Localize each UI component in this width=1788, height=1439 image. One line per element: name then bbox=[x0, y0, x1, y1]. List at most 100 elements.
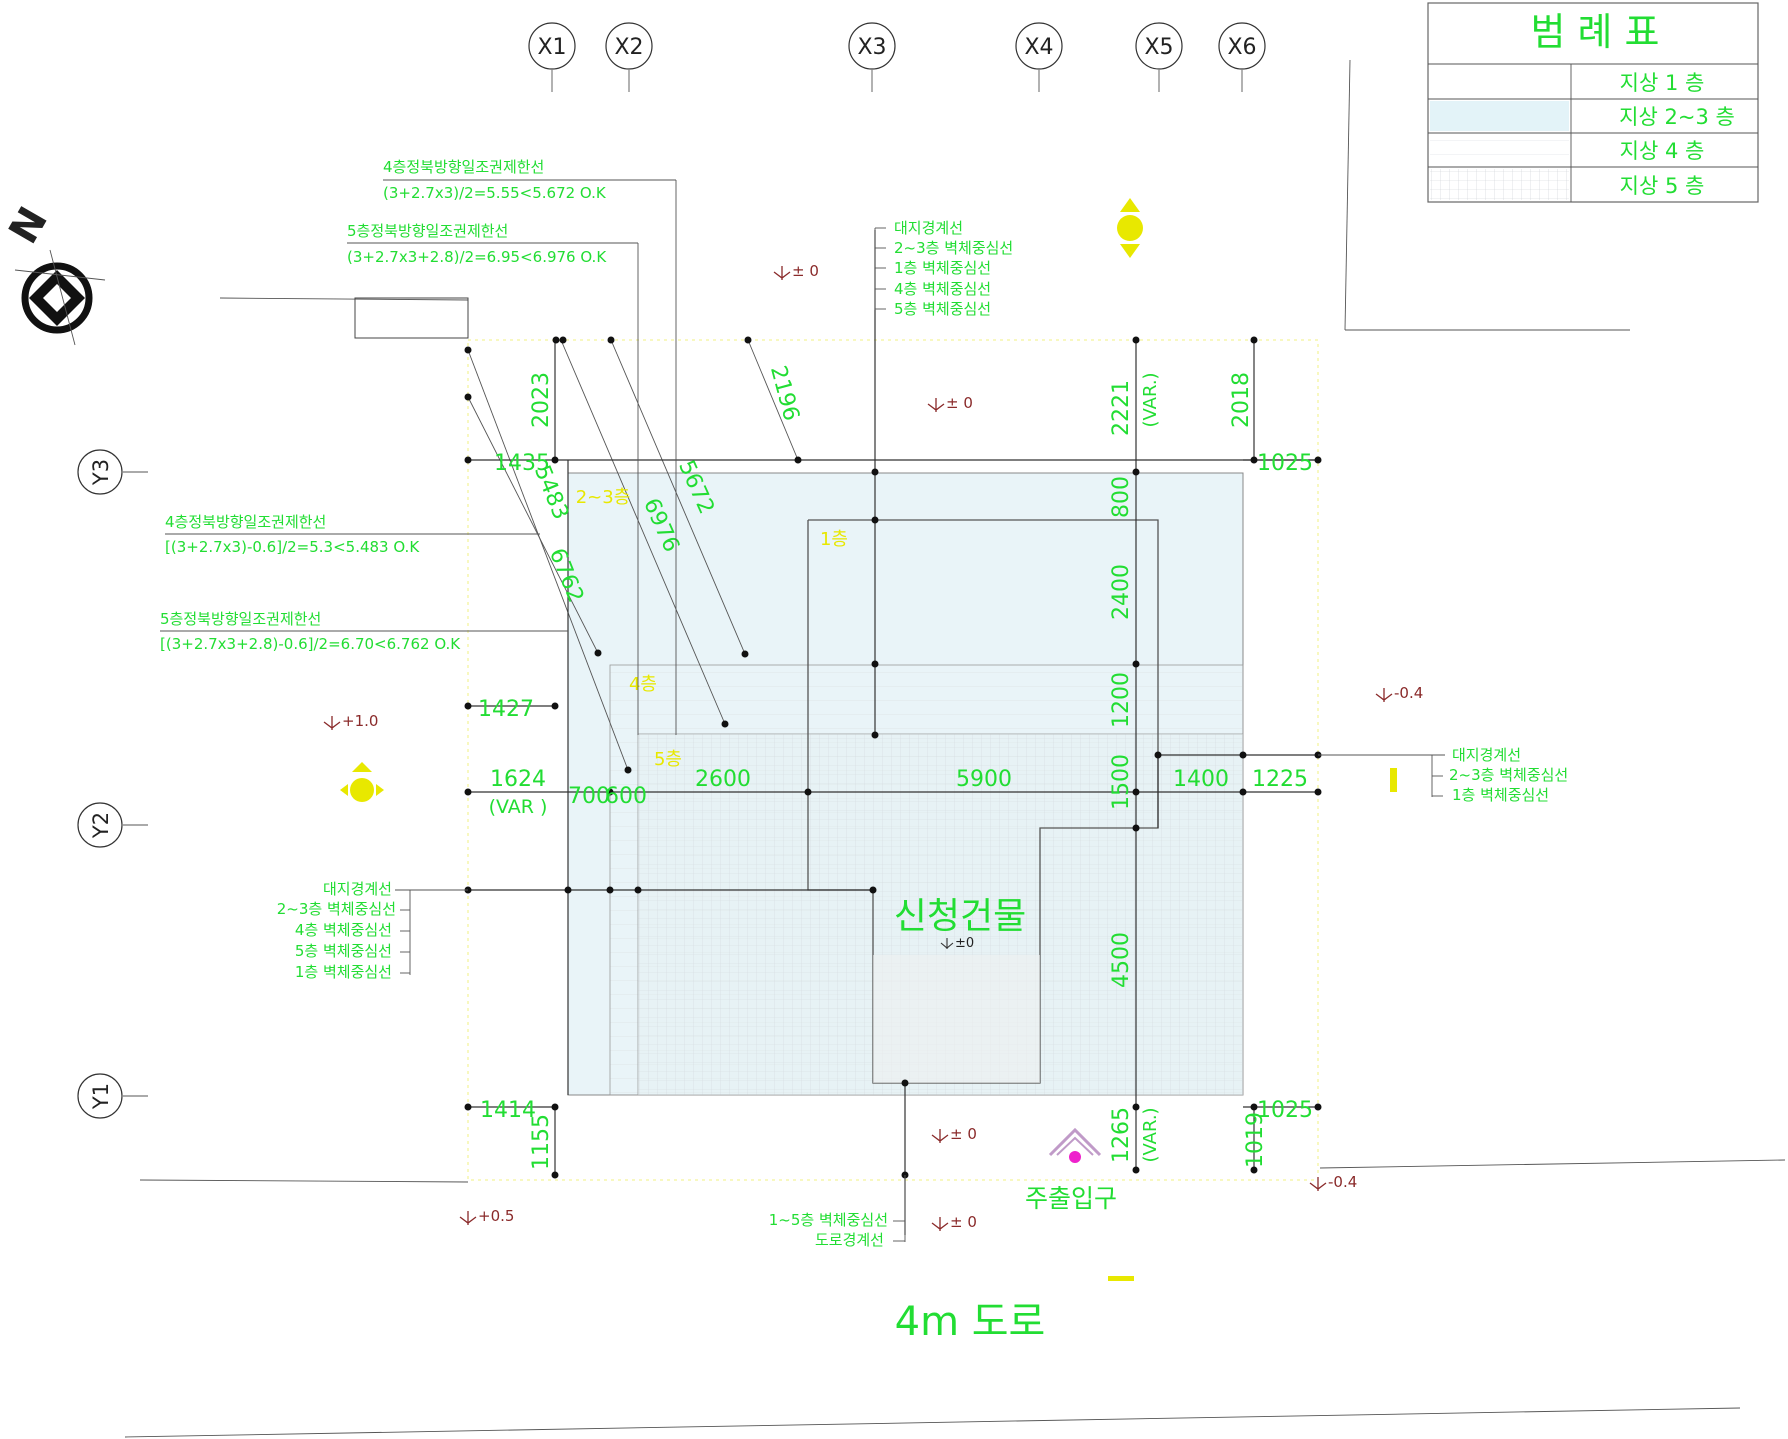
level-mark-1: ± 0 bbox=[773, 262, 819, 280]
dim-1414: 1414 bbox=[480, 1098, 536, 1123]
grid-bubble-x6: X6 bbox=[1218, 22, 1266, 92]
level-mark-6: ± 0 bbox=[931, 1125, 977, 1143]
svg-text:-0.4: -0.4 bbox=[1394, 684, 1423, 702]
callout-right-2: 2~3층 벽체중심선 bbox=[1449, 766, 1568, 784]
dim-2400: 2400 bbox=[1109, 564, 1134, 620]
entrance-label: 주출입구 bbox=[1025, 1184, 1117, 1213]
dimension-lines bbox=[468, 230, 1318, 1235]
note-4f-top-formula: (3+2.7x3)/2=5.55<5.672 O.K bbox=[383, 184, 607, 202]
dim-2018: 2018 bbox=[1229, 372, 1254, 428]
grid-label-x5: X5 bbox=[1144, 35, 1173, 60]
note-5f-top-title: 5층정북방향일조권제한선 bbox=[347, 222, 508, 240]
grid-label-x1: X1 bbox=[537, 35, 566, 60]
road-label: 4m 도로 bbox=[895, 1299, 1046, 1345]
dim-1265-var: (VAR.) bbox=[1140, 1107, 1161, 1162]
svg-text:±0: ±0 bbox=[955, 936, 974, 951]
svg-text:± 0: ± 0 bbox=[950, 1125, 977, 1143]
legend-row-3: 지상 4 층 bbox=[1620, 139, 1705, 163]
note-5f-left-formula: [(3+2.7x3+2.8)-0.6]/2=6.70<6.762 O.K bbox=[160, 635, 461, 653]
grid-bubble-x4: X4 bbox=[1015, 22, 1063, 92]
note-4f-top-title: 4층정북방향일조권제한선 bbox=[383, 158, 544, 176]
grid-bubble-y3: Y3 bbox=[77, 449, 148, 495]
dim-4500: 4500 bbox=[1109, 932, 1134, 988]
svg-text:± 0: ± 0 bbox=[792, 262, 819, 280]
grid-bubble-x1: X1 bbox=[528, 22, 576, 92]
callout-left-3: 4층 벽체중심선 bbox=[295, 921, 392, 939]
building-label: 신청건물 bbox=[894, 896, 1026, 937]
access-marker-left bbox=[340, 762, 384, 802]
legend-title: 범 례 표 bbox=[1530, 10, 1659, 54]
note-5f-top-formula: (3+2.7x3+2.8)/2=6.95<6.976 O.K bbox=[347, 248, 607, 266]
callout-right: 대지경계선 2~3층 벽체중심선 1층 벽체중심선 bbox=[1318, 746, 1568, 804]
grid-label-x2: X2 bbox=[614, 35, 643, 60]
notes: 4층정북방향일조권제한선 (3+2.7x3)/2=5.55<5.672 O.K … bbox=[160, 158, 677, 735]
level-marks: ± 0 ± 0 -0.4 +1.0 ±0 ± 0 -0.4 +0.5 ± 0 bbox=[323, 262, 1423, 1231]
floor-tag-5: 5층 bbox=[654, 749, 682, 770]
callout-top-3: 1층 벽체중심선 bbox=[894, 259, 991, 277]
dim-1500: 1500 bbox=[1109, 754, 1134, 810]
grid-label-x3: X3 bbox=[857, 35, 886, 60]
callout-top: 대지경계선 2~3층 벽체중심선 1층 벽체중심선 4층 벽체중심선 5층 벽체… bbox=[874, 219, 1013, 318]
legend-row-4: 지상 5 층 bbox=[1620, 174, 1705, 198]
level-mark-4: +1.0 bbox=[323, 712, 378, 730]
access-marker-bottom bbox=[1108, 1276, 1134, 1281]
callout-left-5: 1층 벽체중심선 bbox=[295, 963, 392, 981]
grid-label-x4: X4 bbox=[1024, 35, 1053, 60]
level-mark-7: -0.4 bbox=[1309, 1173, 1357, 1191]
callout-top-4: 4층 벽체중심선 bbox=[894, 280, 991, 298]
access-marker-right bbox=[1390, 768, 1397, 792]
dim-2023: 2023 bbox=[529, 372, 554, 428]
note-5f-left-title: 5층정북방향일조권제한선 bbox=[160, 610, 321, 628]
callout-right-3: 1층 벽체중심선 bbox=[1452, 786, 1549, 804]
dim-1025-top: 1025 bbox=[1257, 451, 1313, 476]
level-mark-5: ±0 bbox=[940, 936, 974, 951]
grid-bubble-x2: X2 bbox=[605, 22, 653, 92]
svg-text:+1.0: +1.0 bbox=[342, 712, 378, 730]
north-arrow: N bbox=[0, 200, 106, 346]
grid-label-y2: Y2 bbox=[89, 812, 113, 839]
floor-tags: 2~3층 1층 4층 5층 bbox=[576, 487, 848, 770]
level-mark-3: -0.4 bbox=[1375, 684, 1423, 702]
callout-left: 대지경계선 2~3층 벽체중심선 4층 벽체중심선 5층 벽체중심선 1층 벽체… bbox=[277, 880, 468, 981]
grid-label-y3: Y3 bbox=[89, 459, 113, 486]
note-4f-left-formula: [(3+2.7x3)-0.6]/2=5.3<5.483 O.K bbox=[165, 538, 420, 556]
floor-areas bbox=[567, 472, 1244, 1096]
dim-2196: 2196 bbox=[765, 363, 804, 424]
callout-left-1: 대지경계선 bbox=[323, 880, 392, 898]
svg-text:± 0: ± 0 bbox=[946, 394, 973, 412]
dimension-points bbox=[464, 336, 1322, 1179]
grid-label-y1: Y1 bbox=[89, 1083, 113, 1110]
dim-1019: 1019 bbox=[1243, 1112, 1268, 1168]
dim-600: 600 bbox=[605, 784, 647, 809]
callout-top-2: 2~3층 벽체중심선 bbox=[894, 239, 1013, 257]
callout-bottom-2: 도로경계선 bbox=[815, 1231, 884, 1249]
level-mark-9: ± 0 bbox=[931, 1213, 977, 1231]
grid-bubble-x5: X5 bbox=[1135, 22, 1183, 92]
dim-1435: 1435 bbox=[494, 451, 550, 476]
callout-top-5: 5층 벽체중심선 bbox=[894, 300, 991, 318]
dim-5483: 5483 bbox=[529, 462, 573, 523]
level-mark-2: ± 0 bbox=[927, 394, 973, 412]
dim-1200: 1200 bbox=[1109, 672, 1134, 728]
dim-1265: 1265 bbox=[1109, 1107, 1134, 1163]
svg-text:-0.4: -0.4 bbox=[1328, 1173, 1357, 1191]
callout-bottom-1: 1~5층 벽체중심선 bbox=[769, 1211, 888, 1229]
legend-row-2: 지상 2~3 층 bbox=[1619, 105, 1735, 129]
dim-1400: 1400 bbox=[1173, 767, 1229, 792]
floor-tag-2-3: 2~3층 bbox=[576, 487, 631, 508]
setback-lines bbox=[467, 339, 799, 771]
dim-1155: 1155 bbox=[529, 1114, 554, 1170]
dim-1427: 1427 bbox=[478, 697, 534, 722]
entrance-symbol bbox=[1048, 1127, 1102, 1163]
note-4f-left-title: 4층정북방향일조권제한선 bbox=[165, 513, 326, 531]
callout-bottom: 1~5층 벽체중심선 도로경계선 bbox=[769, 1175, 906, 1249]
level-mark-8: +0.5 bbox=[459, 1207, 514, 1225]
north-label: N bbox=[0, 200, 57, 252]
dim-1624: 1624 bbox=[490, 767, 546, 792]
svg-text:+0.5: +0.5 bbox=[478, 1207, 514, 1225]
floor-tag-1: 1층 bbox=[820, 529, 848, 550]
dim-1025-bottom: 1025 bbox=[1257, 1098, 1313, 1123]
legend-row-1: 지상 1 층 bbox=[1620, 71, 1705, 95]
floor-tag-4: 4층 bbox=[629, 674, 657, 695]
